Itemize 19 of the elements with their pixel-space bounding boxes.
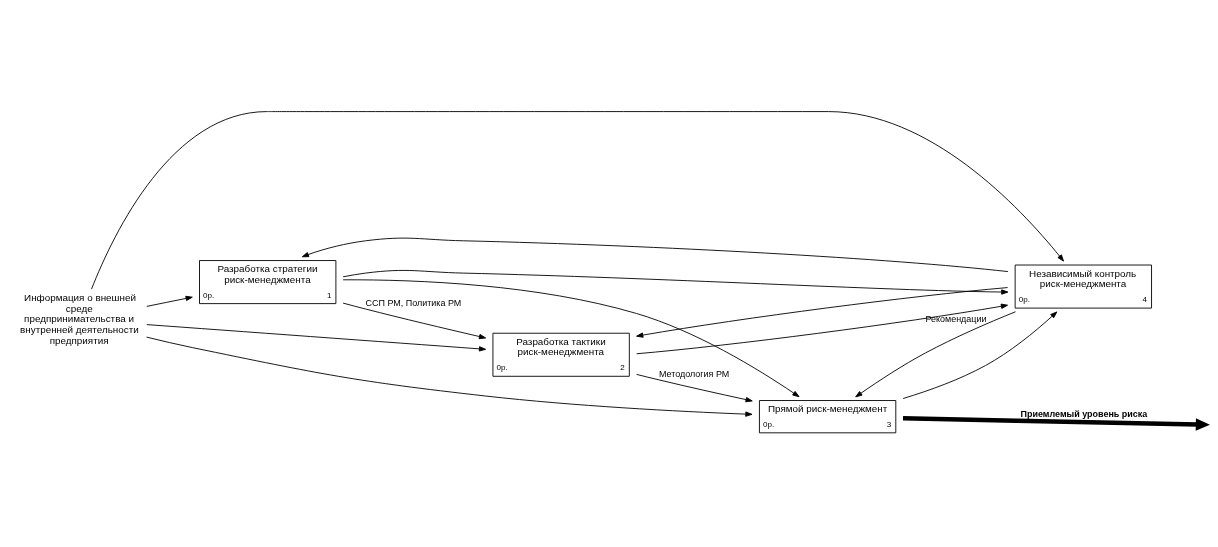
arrow bbox=[301, 237, 1009, 272]
arrow bbox=[855, 310, 1016, 397]
edge-label: Методология РМ bbox=[658, 368, 730, 379]
arrow bbox=[342, 278, 800, 397]
arrow bbox=[902, 310, 1058, 399]
arrow bbox=[636, 303, 1009, 354]
edge-label: ССП РМ, Политика РМ bbox=[365, 297, 462, 308]
node-text: Информация о внешней среде предпринимательства и внутренней деятельности предприятия bbox=[20, 291, 139, 346]
edge-label: Рекомендации bbox=[925, 313, 987, 324]
arrow bbox=[91, 110, 1064, 289]
arrow bbox=[146, 336, 753, 417]
arrow bbox=[636, 373, 753, 402]
arrow bbox=[636, 286, 1009, 338]
arrow bbox=[342, 269, 1009, 295]
arrow bbox=[146, 295, 193, 307]
arrow bbox=[902, 415, 1210, 431]
arrow bbox=[146, 323, 487, 351]
edge-label: Приемлемый уровень риска bbox=[1020, 408, 1148, 419]
arrow bbox=[342, 302, 487, 339]
